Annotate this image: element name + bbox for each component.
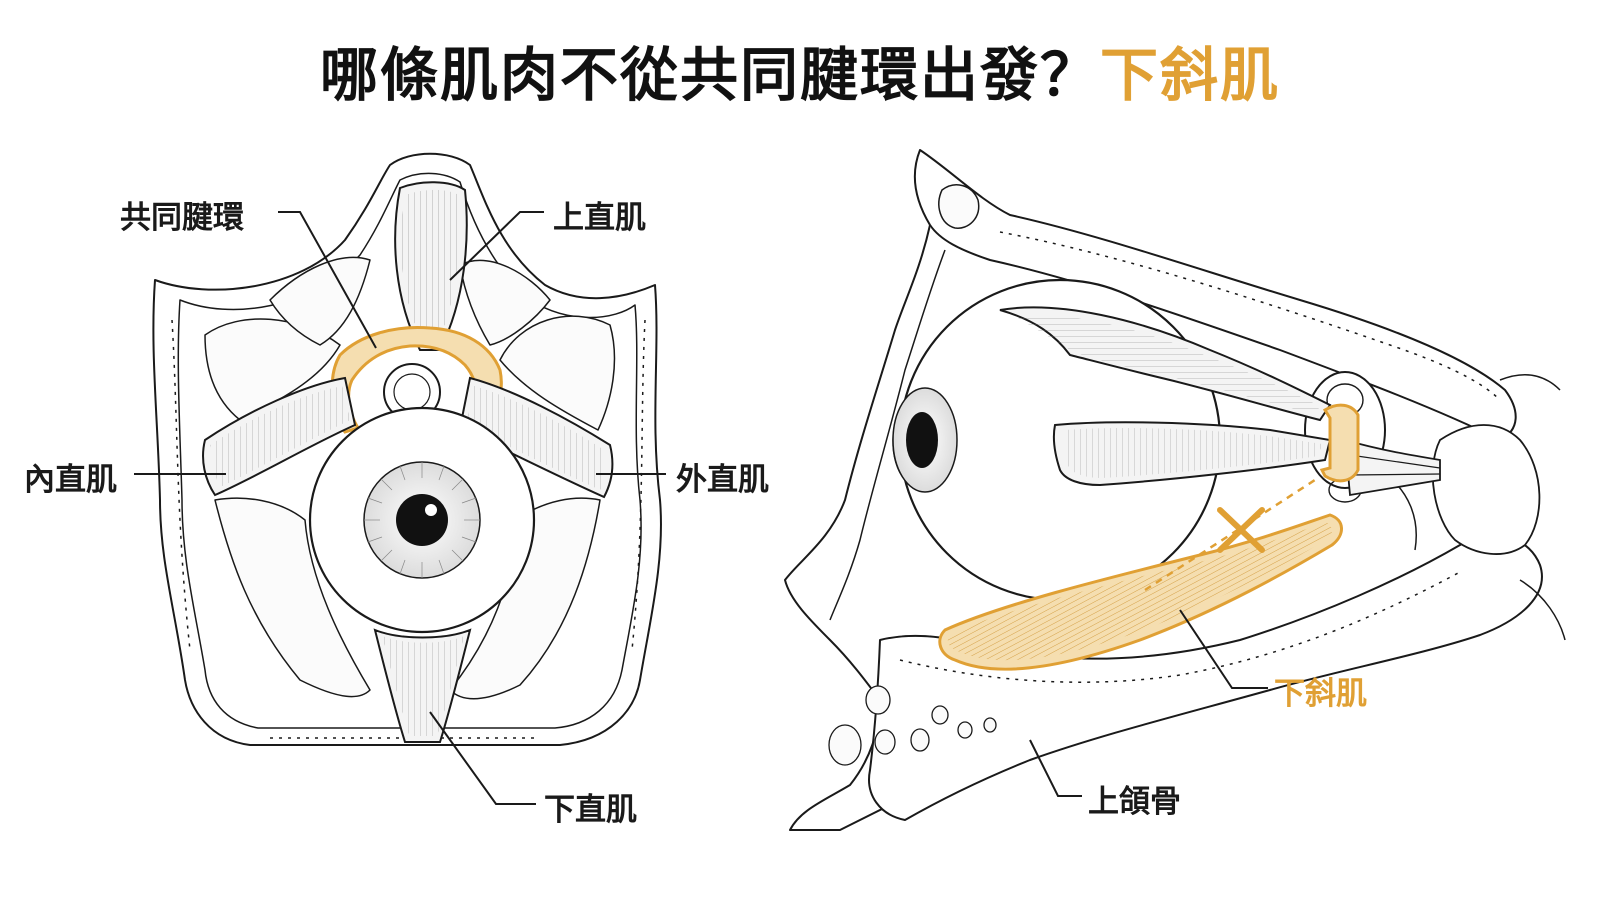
frontal-sinus (938, 184, 980, 229)
maxilla-trabeculae (828, 685, 997, 766)
leader-common-ring (278, 211, 377, 349)
orbit-top-pocket-right (459, 259, 551, 346)
leader-inferior-rectus (429, 711, 536, 805)
label-superior-rectus: 上直肌 (553, 200, 646, 236)
side-leader-lines (1029, 609, 1268, 797)
label-medial-rectus: 內直肌 (24, 462, 117, 498)
title-answer: 下斜肌 (1100, 41, 1281, 109)
pupil-front (396, 494, 448, 546)
eyeball-front (308, 406, 536, 634)
side-posterior-muscles (1343, 438, 1441, 497)
orbit-cavity-upper-right (499, 315, 616, 431)
label-lateral-rectus: 外直肌 (676, 462, 769, 498)
label-common-tendinous-ring: 共同腱環 (120, 200, 244, 236)
orbit-cavity-lower-left (214, 497, 371, 698)
side-ring-highlight (1319, 403, 1360, 483)
orbit-inner-wall (177, 172, 642, 729)
leader-maxilla (1029, 739, 1082, 797)
sphenoid-region (1431, 424, 1541, 555)
orbit-top-pocket (269, 256, 371, 346)
orbit-cavity-upper-left (204, 318, 341, 421)
not-from-ring-x-mark (1217, 507, 1265, 553)
label-maxilla: 上頜骨 (1088, 784, 1181, 820)
leader-inferior-oblique (1179, 609, 1268, 689)
maxilla-bone (868, 534, 1543, 821)
title-question: 哪條肌肉不從共同腱環出發？ (319, 41, 1100, 109)
front-leader-lines (134, 211, 666, 805)
diagram-title: 哪條肌肉不從共同腱環出發？下斜肌 (0, 28, 1600, 112)
label-inferior-oblique: 下斜肌 (1274, 676, 1367, 712)
pupil-side (906, 412, 938, 468)
io-origin-dashed-path (1144, 476, 1319, 592)
leader-superior-rectus (449, 211, 544, 281)
label-inferior-rectus: 下直肌 (544, 792, 637, 828)
